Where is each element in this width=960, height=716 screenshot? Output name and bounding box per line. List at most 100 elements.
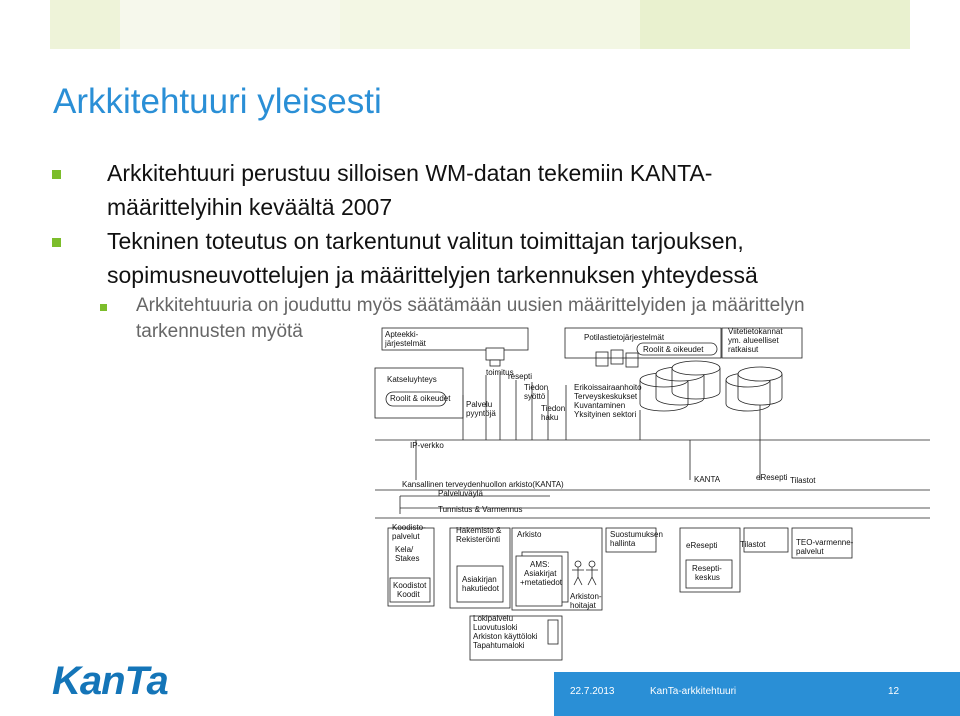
suostumus-box — [605, 527, 657, 553]
database-icon — [725, 366, 783, 412]
teo-label-1: TEO-varmenne- — [796, 538, 854, 547]
toimitus-label: toimitus — [486, 368, 514, 377]
lokipalvelu-box — [469, 615, 563, 661]
koodisto-box — [387, 527, 435, 607]
reseptikeskus-box — [685, 559, 733, 589]
sub-bullet-marker — [100, 304, 107, 311]
arkistonhoitajat-label-2: hoitajat — [570, 601, 596, 610]
sub-bullet-line2: tarkennusten myötä — [136, 321, 303, 342]
computer-icon — [610, 349, 624, 365]
footer-title: KanTa-arkkitehtuuri — [650, 686, 737, 697]
teo-box — [791, 527, 853, 559]
lokipalvelu-label-2: Luovutusloki — [473, 623, 518, 632]
roolit-top-oval — [636, 342, 718, 356]
kela-label-1: Kela/ — [395, 545, 414, 554]
eresepti-bottom-label: eResepti — [686, 541, 718, 550]
tilastot-box — [743, 527, 789, 553]
asiakirjan-box — [456, 565, 504, 603]
bullet-1-line2: määrittelyihin keväältä 2007 — [107, 194, 393, 220]
lokipalvelu-label-3: Arkiston käyttöloki — [473, 632, 538, 641]
bullet-2-line2: sopimusneuvottelujen ja määrittelyjen ta… — [107, 262, 758, 288]
koodisto-label-2: palvelut — [392, 532, 420, 541]
header-band-segment — [640, 0, 910, 49]
sektori-label-3: Kuvantaminen — [574, 401, 626, 410]
apteekki-label-2: järjestelmät — [385, 339, 426, 348]
eresepti-box — [679, 527, 741, 593]
user-icon — [572, 560, 598, 586]
potilas-label: Potilastietojärjestelmät — [584, 333, 665, 342]
suostumus-label-2: hallinta — [610, 539, 636, 548]
ams-label-1: AMS: — [530, 560, 550, 569]
header-band-segment — [120, 0, 340, 49]
page-number: 12 — [888, 686, 900, 697]
reseptikeskus-label-1: Resepti- — [692, 564, 722, 573]
roolit-left-oval — [385, 391, 447, 407]
palveluvayla-label: Palveluväylä — [438, 489, 483, 498]
computer-icon — [489, 359, 501, 367]
ams-label-3: +metatiedot — [520, 578, 563, 587]
asiakirjan-label-1: Asiakirjan — [462, 575, 497, 584]
koodistot-box — [389, 577, 431, 603]
computer-icon — [625, 352, 639, 368]
lokipalvelu-label-4: Tapahtumaloki — [473, 641, 525, 650]
apteekki-box — [381, 327, 529, 351]
bullet-1-line1: Arkkitehtuuri perustuu silloisen WM-data… — [107, 160, 713, 186]
tiedon-haku-label-2: haku — [541, 413, 559, 422]
resepti-label: resepti — [508, 372, 533, 381]
footer-bar — [554, 672, 960, 716]
kanta-label: KANTA — [694, 475, 721, 484]
computer-icon — [485, 347, 505, 361]
lokipalvelu-label-1: Lokipalvelu — [473, 614, 514, 623]
hakemisto-label-2: Rekisteröinti — [456, 535, 501, 544]
palvelu-label-1: Palvelu — [466, 400, 493, 409]
koodistot-label-1: Koodistot — [393, 581, 427, 590]
potilas-box — [564, 327, 722, 359]
tiedon-syotto-label-2: syöttö — [524, 392, 546, 401]
apteekki-label-1: Apteekki- — [385, 330, 419, 339]
katselu-label: Katseluyhteys — [387, 375, 437, 384]
database-icon — [639, 360, 721, 412]
tiedon-syotto-label-1: Tiedon — [524, 383, 549, 392]
sektori-label-4: Yksityinen sektori — [574, 410, 637, 419]
header-band — [0, 0, 960, 50]
bullet-2-line1: Tekninen toteutus on tarkentunut valitun… — [107, 228, 744, 254]
suostumus-label-1: Suostumuksen — [610, 530, 663, 539]
roolit-left-label: Roolit & oikeudet — [390, 394, 451, 403]
tilastot-top-label: Tilastot — [790, 476, 816, 485]
hakemisto-label-1: Hakemisto & — [456, 526, 502, 535]
tilastot-bottom-label: Tilastot — [740, 540, 766, 549]
sektori-label-2: Terveyskeskukset — [574, 392, 638, 401]
koodisto-label-1: Koodisto- — [392, 523, 426, 532]
slide-title: Arkkitehtuuri yleisesti — [53, 82, 382, 121]
kela-label-2: Stakes — [395, 554, 420, 563]
ams-doc-front — [515, 555, 563, 607]
palvelu-label-2: pyyntöjä — [466, 409, 496, 418]
teo-label-2: palvelut — [796, 547, 824, 556]
arkistonhoitajat-label-1: Arkiston- — [570, 592, 602, 601]
reseptikeskus-label-2: keskus — [695, 573, 720, 582]
server-icon — [547, 619, 559, 645]
hakemisto-box — [449, 527, 511, 609]
viite-box — [721, 327, 803, 359]
eresepti-top-label: eResepti — [756, 473, 788, 482]
sektori-label-1: Erikoissairaanhoito — [574, 383, 642, 392]
arkisto-label: Arkisto — [517, 530, 542, 539]
tiedon-haku-label-1: Tiedon — [541, 404, 566, 413]
ip-network-label: IP-verkko — [410, 441, 444, 450]
asiakirjan-label-2: hakutiedot — [462, 584, 499, 593]
ams-label-2: Asiakirjat — [524, 569, 557, 578]
katselu-box — [374, 367, 464, 419]
arkisto-box — [511, 527, 603, 611]
footer-date: 22.7.2013 — [570, 686, 615, 697]
roolit-top-label: Roolit & oikeudet — [643, 345, 704, 354]
bullet-marker — [52, 170, 61, 179]
viite-label-3: ratkaisut — [728, 345, 759, 354]
bullet-marker — [52, 238, 61, 247]
tunnistus-label: Tunnistus & Varmennus — [438, 505, 523, 514]
computer-icon — [595, 351, 609, 367]
header-band-segment — [340, 0, 640, 49]
viite-label-2: ym. alueelliset — [728, 336, 779, 345]
header-band-segment — [50, 0, 120, 49]
koodistot-label-2: Koodit — [397, 590, 420, 599]
